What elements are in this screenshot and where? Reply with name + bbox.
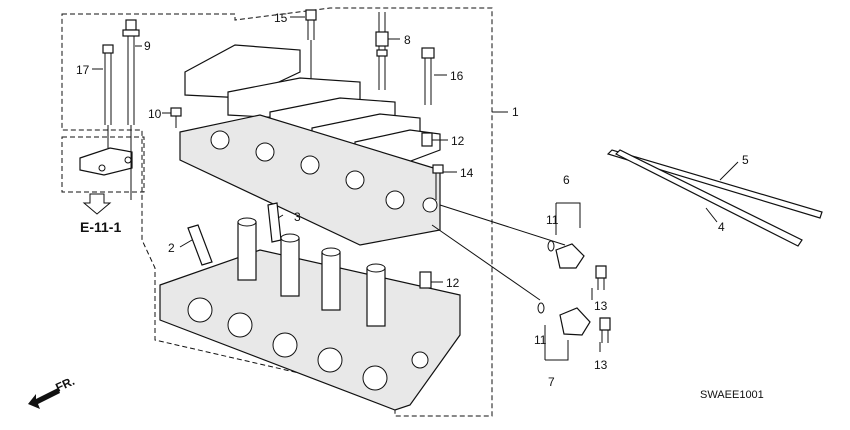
camshaft-holder-upper <box>184 44 441 166</box>
pipe-2 <box>187 224 213 266</box>
bolt-13-upper <box>595 265 607 290</box>
bolt-16 <box>421 47 435 105</box>
reference-box <box>61 136 145 193</box>
bolt-13-lower <box>599 317 611 343</box>
callout-11-lower: 11 <box>534 333 547 347</box>
callout-14: 14 <box>460 166 474 180</box>
callout-6: 6 <box>563 173 570 187</box>
callout-12-upper: 12 <box>451 134 465 148</box>
stud-8 <box>375 12 389 90</box>
callout-16: 16 <box>450 69 464 83</box>
bolt-17 <box>102 44 114 148</box>
callout-8: 8 <box>404 33 411 47</box>
reference-bracket <box>79 147 133 176</box>
callout-10: 10 <box>148 107 162 121</box>
front-arrow-icon <box>28 388 60 409</box>
reference-label: E-11-1 <box>80 219 121 235</box>
rocker-shaft-4 <box>614 149 803 247</box>
callout-15: 15 <box>274 11 288 25</box>
spool-valve-6 <box>547 240 585 269</box>
dowel-12-upper <box>421 132 433 147</box>
pipe-3 <box>267 202 282 243</box>
dowel-12-lower <box>419 271 432 289</box>
callout-1: 1 <box>512 105 519 119</box>
callout-12-lower: 12 <box>446 276 460 290</box>
arrow-down-icon <box>82 193 112 215</box>
rocker-shaft-5 <box>606 149 823 219</box>
bolt-14 <box>432 164 444 200</box>
callout-5: 5 <box>742 153 749 167</box>
callout-13-upper: 13 <box>594 299 608 313</box>
callout-13-lower: 13 <box>594 358 608 372</box>
callout-3: 3 <box>294 210 301 224</box>
bolt-9 <box>122 19 140 200</box>
callout-2: 2 <box>168 241 175 255</box>
callout-17: 17 <box>76 63 90 77</box>
callout-7: 7 <box>548 375 555 389</box>
callout-9: 9 <box>144 39 151 53</box>
camshaft-holder-lower <box>179 114 441 246</box>
diagram-code: SWAEE1001 <box>700 389 764 401</box>
callout-4: 4 <box>718 220 725 234</box>
front-label: FR. <box>53 374 76 395</box>
callout-11-upper: 11 <box>546 213 559 227</box>
cylinder-head <box>159 217 461 411</box>
spool-valve-7 <box>537 302 591 336</box>
bolt-10 <box>170 107 182 128</box>
